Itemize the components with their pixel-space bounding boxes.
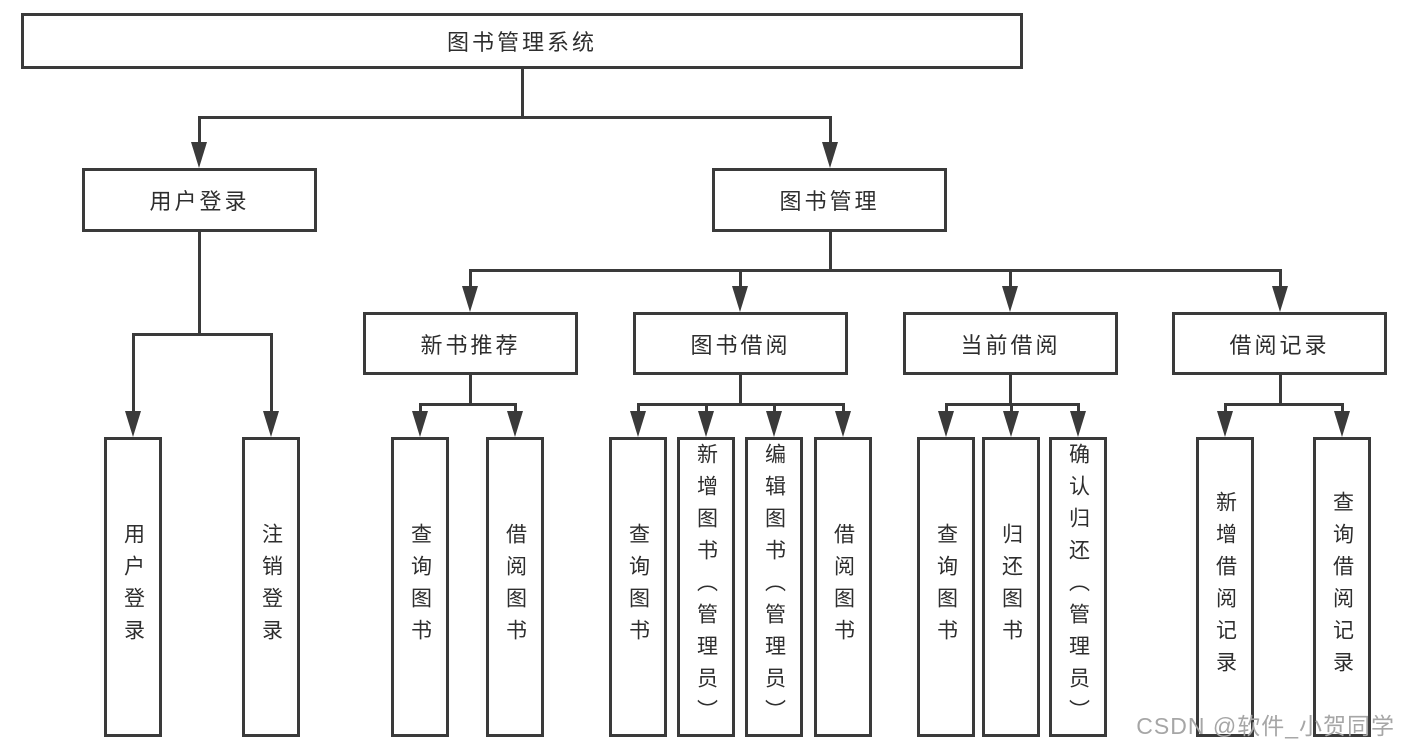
arrow-down-icon	[412, 411, 428, 437]
arrow-down-icon	[191, 142, 207, 168]
connector-stem	[269, 333, 273, 411]
arrow-down-icon	[1334, 411, 1350, 437]
arrow-down-icon	[1217, 411, 1233, 437]
connector-rail	[418, 403, 517, 406]
leaf-return-books-label: 归还图书	[999, 523, 1023, 651]
connector-stem	[828, 116, 832, 142]
leaf-query-books-borrow-label: 查询图书	[626, 523, 650, 651]
connector-rail	[636, 403, 845, 406]
arrow-down-icon	[462, 286, 478, 312]
connector-stem	[738, 375, 742, 405]
leaf-query-books-newbook-label: 查询图书	[408, 523, 432, 651]
connector-rail	[1223, 403, 1344, 406]
leaf-borrow-books-newbook: 借阅图书	[486, 437, 544, 737]
leaf-confirm-return-admin: 确认归还（管理员）	[1049, 437, 1107, 737]
arrow-down-icon	[1003, 411, 1019, 437]
node-borrowing-records: 借阅记录	[1172, 312, 1387, 375]
connector-stem	[944, 403, 948, 411]
arrow-down-icon	[938, 411, 954, 437]
node-user-login-label: 用户登录	[149, 189, 250, 214]
leaf-edit-books-admin: 编辑图书（管理员）	[745, 437, 803, 737]
node-book-management-label: 图书管理	[779, 189, 880, 214]
connector-stem	[513, 403, 517, 411]
connector-stem	[738, 269, 742, 286]
arrow-down-icon	[507, 411, 523, 437]
leaf-query-books-newbook: 查询图书	[391, 437, 449, 737]
leaf-user-login-label: 用户登录	[121, 523, 145, 651]
connector-stem	[468, 375, 472, 405]
arrow-down-icon	[766, 411, 782, 437]
node-new-book-recommend-label: 新书推荐	[420, 332, 521, 358]
connector-stem	[131, 333, 135, 411]
connector-stem	[197, 116, 201, 142]
leaf-query-borrow-record-label: 查询借阅记录	[1330, 491, 1354, 683]
leaf-return-books: 归还图书	[982, 437, 1040, 737]
node-book-borrowing: 图书借阅	[633, 312, 848, 375]
arrow-down-icon	[732, 286, 748, 312]
node-user-login: 用户登录	[82, 168, 317, 232]
node-book-borrowing-label: 图书借阅	[690, 332, 791, 358]
connector-rail	[131, 333, 273, 336]
connector-stem	[636, 403, 640, 411]
connector-stem	[468, 269, 472, 286]
node-root-label: 图书管理系统	[446, 30, 597, 55]
arrow-down-icon	[1002, 286, 1018, 312]
leaf-query-books-borrow: 查询图书	[609, 437, 667, 737]
arrow-down-icon	[835, 411, 851, 437]
node-current-borrowing: 当前借阅	[903, 312, 1118, 375]
leaf-query-books-current-label: 查询图书	[934, 523, 958, 651]
leaf-add-books-admin: 新增图书（管理员）	[677, 437, 735, 737]
connector-stem	[1009, 403, 1013, 411]
leaf-query-books-current: 查询图书	[917, 437, 975, 737]
connector-stem	[1076, 403, 1080, 411]
arrow-down-icon	[125, 411, 141, 437]
leaf-borrow-books-newbook-label: 借阅图书	[503, 523, 527, 651]
node-book-management: 图书管理	[712, 168, 947, 232]
connector-stem	[1278, 375, 1282, 405]
arrow-down-icon	[822, 142, 838, 168]
arrow-down-icon	[263, 411, 279, 437]
leaf-user-login: 用户登录	[104, 437, 162, 737]
leaf-add-borrow-record: 新增借阅记录	[1196, 437, 1254, 737]
connector-stem	[1340, 403, 1344, 411]
connector-stem	[1008, 375, 1012, 405]
connector-stem	[828, 232, 832, 271]
connector-stem	[197, 232, 201, 335]
node-root: 图书管理系统	[21, 13, 1023, 69]
leaf-logout-label: 注销登录	[259, 523, 283, 651]
connector-stem	[704, 403, 708, 411]
connector-root-stem	[520, 68, 524, 118]
connector-stem	[772, 403, 776, 411]
leaf-query-borrow-record: 查询借阅记录	[1313, 437, 1371, 737]
leaf-edit-books-admin-label: 编辑图书（管理员）	[762, 443, 786, 731]
connector-stem	[1278, 269, 1282, 286]
leaf-confirm-return-admin-label: 确认归还（管理员）	[1066, 443, 1090, 731]
connector-stem	[841, 403, 845, 411]
connector-stem	[1008, 269, 1012, 286]
leaf-borrow-books-label: 借阅图书	[831, 523, 855, 651]
leaf-borrow-books: 借阅图书	[814, 437, 872, 737]
arrow-down-icon	[630, 411, 646, 437]
node-current-borrowing-label: 当前借阅	[960, 332, 1061, 358]
arrow-down-icon	[1070, 411, 1086, 437]
leaf-add-books-admin-label: 新增图书（管理员）	[694, 443, 718, 731]
connector-stem	[418, 403, 422, 411]
connector-level2-rail	[468, 269, 1282, 272]
connector-level1-rail	[197, 116, 832, 119]
connector-stem	[1223, 403, 1227, 411]
node-borrowing-records-label: 借阅记录	[1229, 332, 1330, 358]
leaf-logout: 注销登录	[242, 437, 300, 737]
arrow-down-icon	[1272, 286, 1288, 312]
arrow-down-icon	[698, 411, 714, 437]
leaf-add-borrow-record-label: 新增借阅记录	[1213, 491, 1237, 683]
watermark: CSDN @软件_小贺同学	[1136, 713, 1395, 739]
node-new-book-recommend: 新书推荐	[363, 312, 578, 375]
